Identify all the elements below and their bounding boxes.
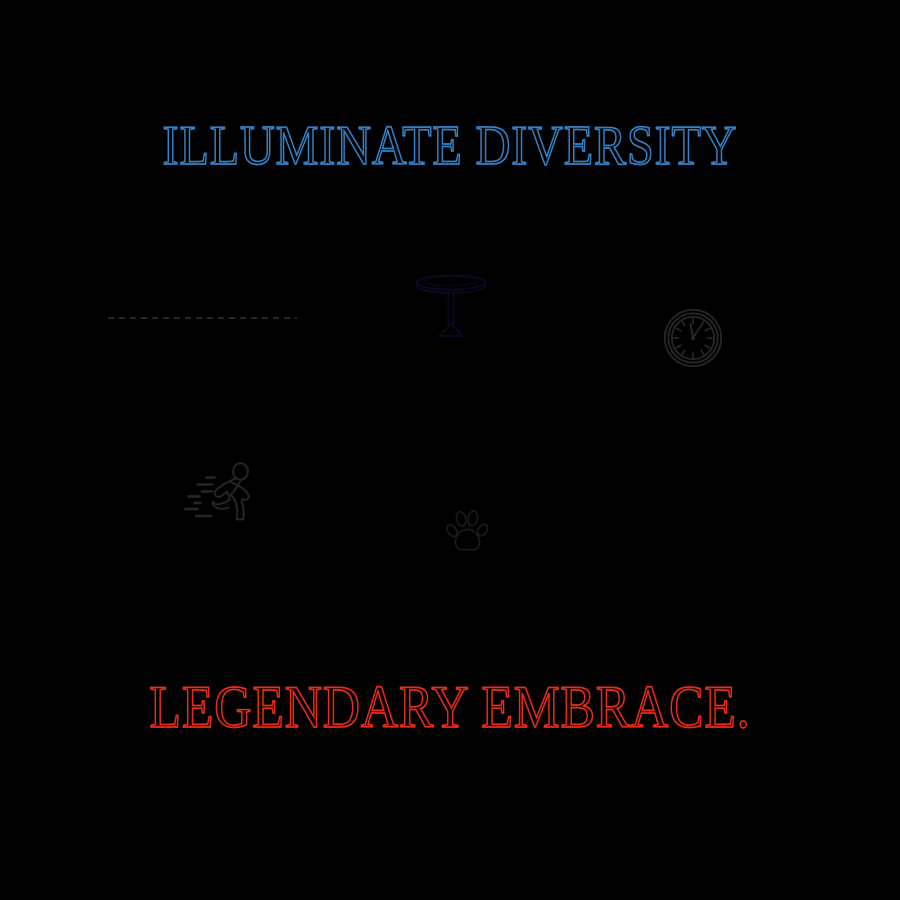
headline-label: ILLUMINATE DIVERSITY xyxy=(163,115,738,177)
paw-print-icon xyxy=(446,510,489,551)
footer-text: LEGENDARY EMBRACE. xyxy=(0,672,900,742)
runner-icon xyxy=(184,462,250,521)
clock-icon xyxy=(663,308,723,368)
table-icon xyxy=(416,274,486,337)
footer-label: LEGENDARY EMBRACE. xyxy=(149,674,750,740)
dashed-rule xyxy=(108,317,297,319)
headline-text: ILLUMINATE DIVERSITY xyxy=(0,112,900,178)
